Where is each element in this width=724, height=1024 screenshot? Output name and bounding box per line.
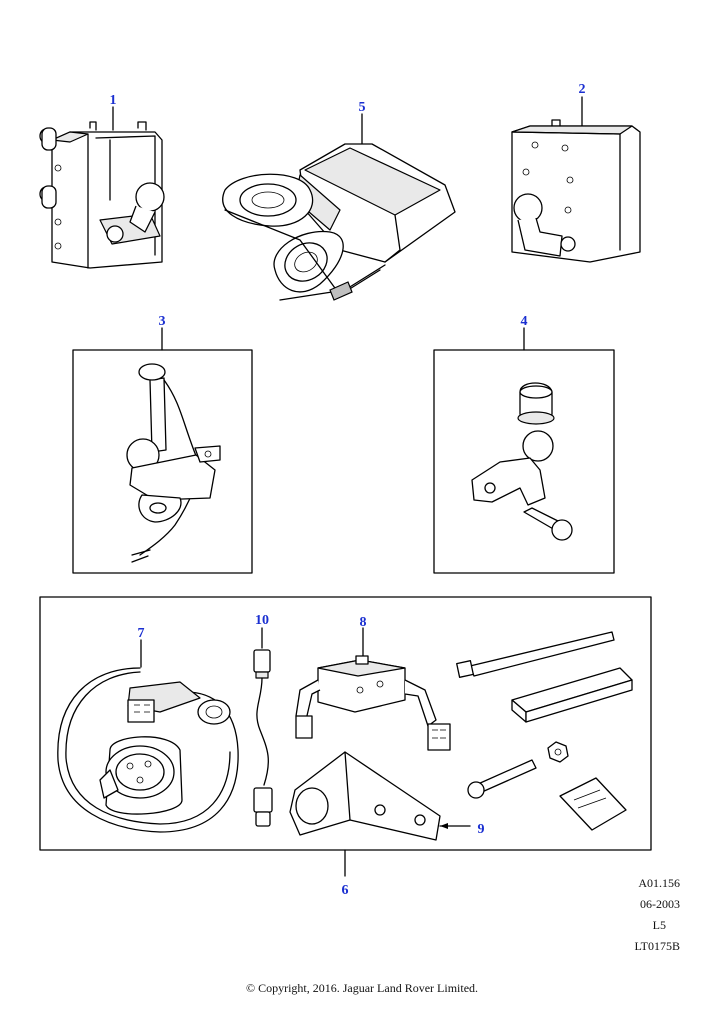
- callout-2: 2: [579, 82, 586, 97]
- callout-7: 7: [138, 626, 145, 641]
- part-7-wiring-harness-socket: [57, 639, 239, 833]
- part-4-fixed-ball-kit: [433, 327, 615, 574]
- part-10-connector-lead: [253, 627, 273, 827]
- callout-1: 1: [110, 93, 117, 108]
- reference-date: 06-2003: [640, 897, 680, 911]
- part-2-receiver-housing: [511, 96, 641, 263]
- reference-level: L5: [652, 918, 666, 932]
- part-9-socket-bracket: [289, 751, 471, 841]
- callout-10: 10: [255, 613, 269, 628]
- cable-tie: [456, 631, 615, 678]
- callout-4: 4: [521, 314, 528, 329]
- callout-9: 9: [478, 822, 485, 837]
- grease-sachet: [559, 777, 627, 831]
- copyright-notice: © Copyright, 2016. Jaguar Land Rover Lim…: [245, 981, 479, 995]
- callout-3: 3: [159, 314, 166, 329]
- reference-code: A01.156: [638, 876, 680, 890]
- callout-6: 6: [342, 883, 349, 898]
- illustration-number: LT0175B: [634, 939, 680, 953]
- part-3-detachable-ball-kit: [72, 327, 253, 574]
- part-6-electrical-kit: [39, 596, 652, 877]
- callout-5: 5: [359, 100, 366, 115]
- part-5-stowage-bag: [222, 113, 456, 301]
- bolt-and-nut: [467, 741, 569, 799]
- part-1-tow-bracket-assembly: [39, 106, 165, 269]
- callout-8: 8: [360, 615, 367, 630]
- part-8-control-module: [295, 627, 451, 751]
- foam-pad: [511, 667, 633, 723]
